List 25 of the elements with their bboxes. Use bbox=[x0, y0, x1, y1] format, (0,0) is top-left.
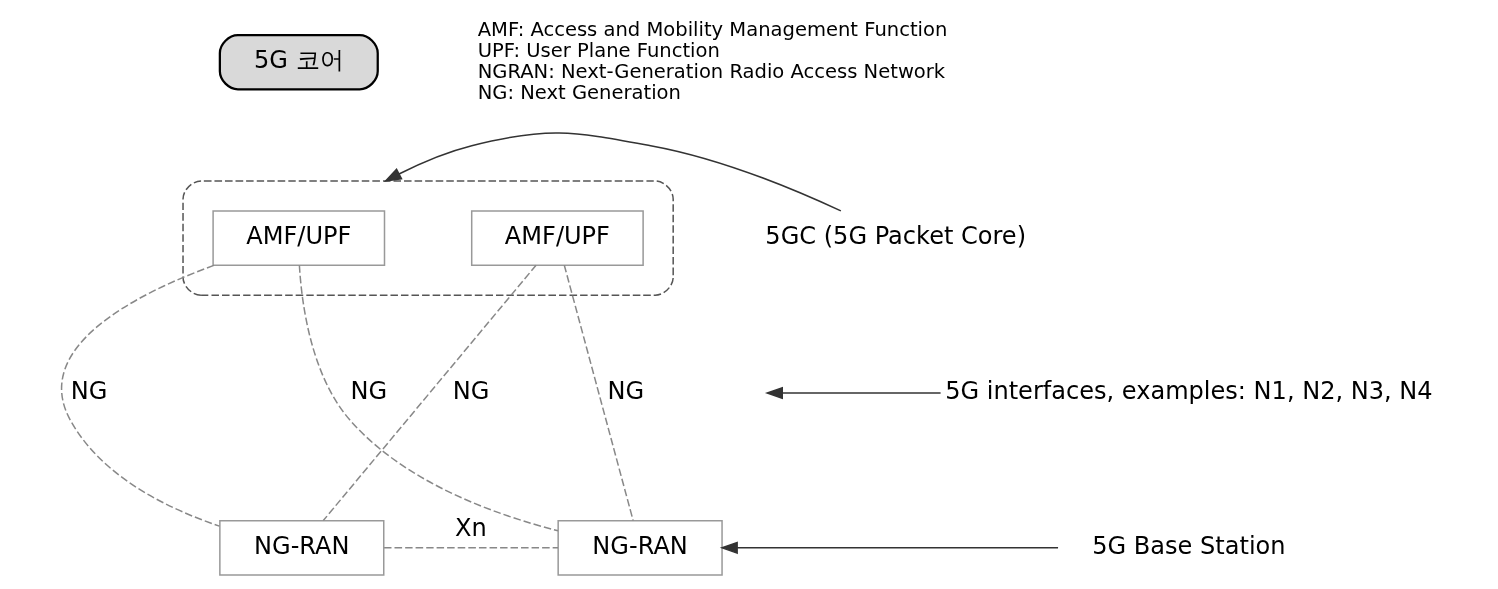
node-box: NG-RAN bbox=[557, 520, 723, 576]
cluster bbox=[182, 180, 674, 296]
node-text: 5G interfaces, examples: N1, N2, N3, N4 bbox=[945, 376, 1433, 405]
connector bbox=[563, 264, 634, 522]
connector bbox=[322, 264, 537, 522]
connector bbox=[298, 264, 559, 532]
label: NG: Next Generation bbox=[477, 80, 681, 104]
edge-label: NG bbox=[452, 376, 490, 405]
label: NGRAN: Next-Generation Radio Access Network bbox=[477, 59, 946, 83]
connector bbox=[383, 547, 559, 549]
edge-label: NG bbox=[607, 376, 645, 405]
arrow bbox=[383, 132, 842, 212]
edge-label: Xn bbox=[455, 513, 487, 542]
node-box: 5G 코어 bbox=[218, 34, 379, 91]
node-box: AMF/UPF bbox=[212, 210, 386, 266]
edge-label: NG bbox=[70, 376, 108, 405]
label: AMF: Access and Mobility Management Function bbox=[477, 17, 948, 41]
connector bbox=[60, 264, 221, 527]
node-text: 5G Base Station bbox=[1092, 531, 1286, 560]
node-box: NG-RAN bbox=[219, 520, 385, 576]
node-text: 5GC (5G Packet Core) bbox=[765, 221, 1027, 250]
edge-label: NG bbox=[350, 376, 388, 405]
arrow bbox=[719, 541, 1059, 555]
arrow bbox=[764, 386, 942, 400]
node-box: AMF/UPF bbox=[470, 210, 644, 266]
